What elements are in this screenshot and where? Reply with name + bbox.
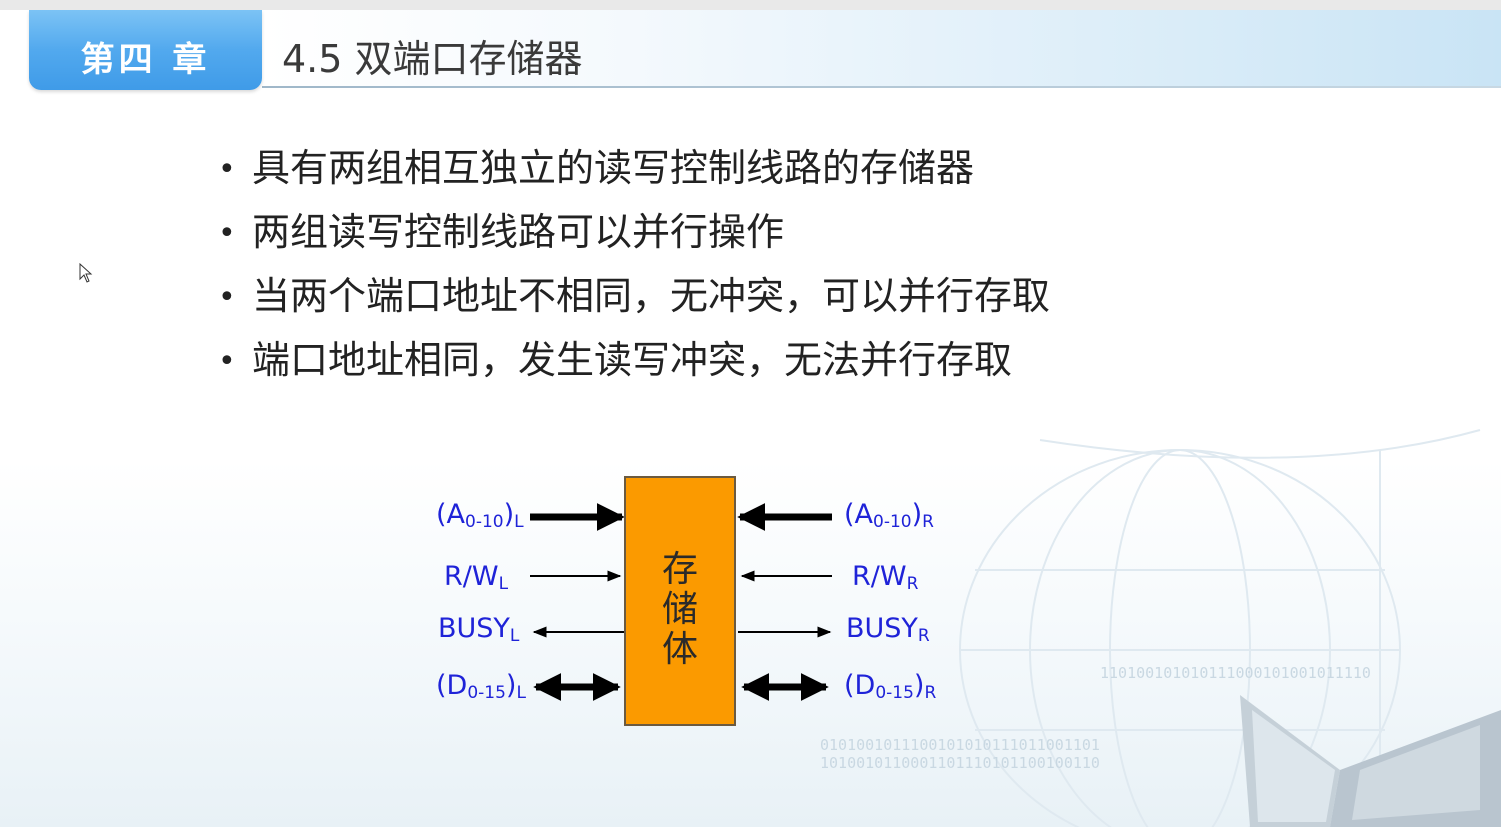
laptop-illustration (1240, 695, 1501, 827)
background-decoration: 110100101010111000101001011110 010100101… (820, 429, 1501, 827)
slide: 110100101010111000101001011110 010100101… (0, 10, 1501, 827)
bullet-marker: • (218, 216, 236, 251)
bullet-text: 两组读写控制线路可以并行操作 (252, 210, 785, 254)
chapter-tab: 第四 章 (29, 10, 262, 90)
bullet-marker: • (218, 152, 236, 187)
window-top-strip (0, 0, 1501, 10)
section-title: 4.5 双端口存储器 (282, 37, 583, 81)
data-right-label: (D0-15)R (844, 670, 937, 703)
bullet-list: • 具有两组相互独立的读写控制线路的存储器 • 两组读写控制线路可以并行操作 • 当两… (218, 142, 1050, 398)
data-left-label: (D0-15)L (436, 670, 526, 703)
bullet-item: • 具有两组相互独立的读写控制线路的存储器 (218, 142, 1050, 206)
binary-stream-1: 110100101010111000101001011110 (1100, 664, 1371, 682)
memory-block: 存储体 (624, 476, 736, 726)
memory-label: 存储体 (662, 549, 699, 670)
header-band (262, 10, 1501, 88)
binary-stream-2: 0101001011100101010111011001101 (820, 736, 1100, 754)
header-divider (262, 86, 1501, 88)
bullet-marker: • (218, 344, 236, 379)
bullet-item: • 当两个端口地址不相同，无冲突，可以并行存取 (218, 270, 1050, 334)
bullet-text: 具有两组相互独立的读写控制线路的存储器 (252, 146, 975, 190)
dual-port-memory-diagram: 存储体 (A0-10)L R/WL BUSYL (D0-15)L (A0-10)… (420, 465, 980, 740)
binary-stream-3: 1010010110001101110101100100110 (820, 754, 1100, 772)
address-right-label: (A0-10)R (844, 499, 934, 532)
bullet-item: • 两组读写控制线路可以并行操作 (218, 206, 1050, 270)
address-left-label: (A0-10)L (436, 499, 524, 532)
busy-left-label: BUSYL (438, 613, 520, 646)
mouse-pointer-icon (79, 263, 93, 283)
bullet-item: • 端口地址相同，发生读写冲突，无法并行存取 (218, 334, 1050, 398)
bullet-text: 端口地址相同，发生读写冲突，无法并行存取 (252, 338, 1013, 382)
bullet-marker: • (218, 280, 236, 315)
rw-right-label: R/WR (852, 561, 919, 594)
bullet-text: 当两个端口地址不相同，无冲突，可以并行存取 (252, 274, 1051, 318)
busy-right-label: BUSYR (846, 613, 930, 646)
signal-arrows (530, 503, 832, 701)
rw-left-label: R/WL (444, 561, 509, 594)
chapter-label: 第四 章 (80, 40, 211, 80)
